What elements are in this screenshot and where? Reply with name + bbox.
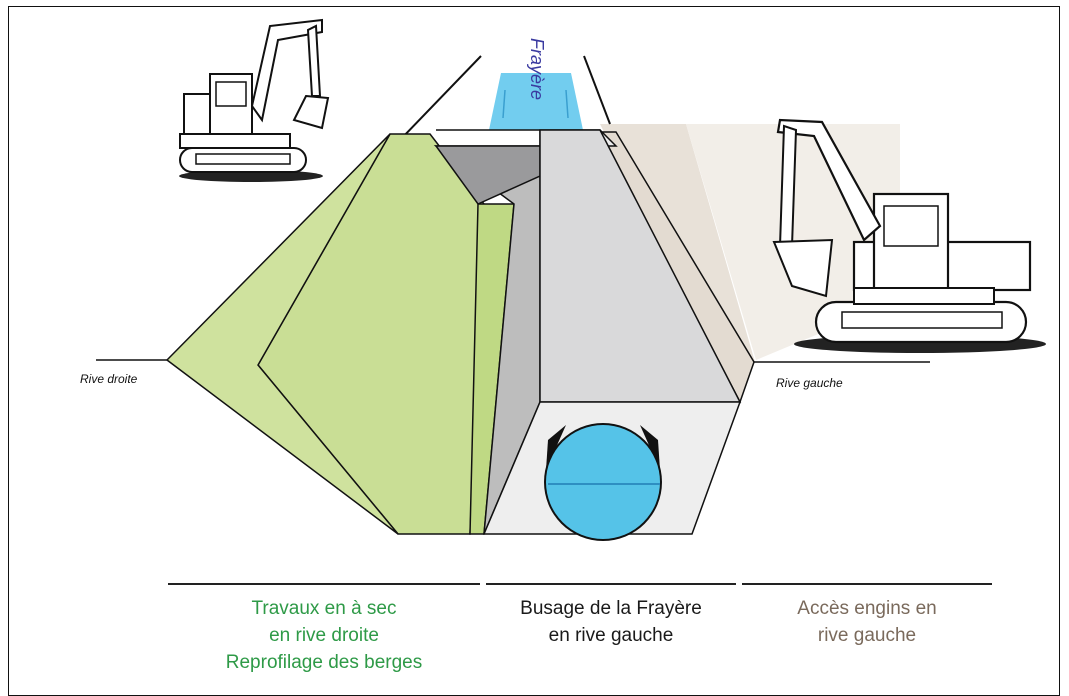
caption-left-line: en rive droite [269,625,379,646]
culvert-pipe-water [546,425,660,539]
caption-left-line: Travaux en à sec [251,598,397,619]
caption-left: Travaux en à sec en rive droite Reprofil… [168,595,480,676]
caption-left-line: Reprofilage des berges [225,652,423,673]
caption-center-line: en rive gauche [548,625,674,646]
caption-right-line: Accès engins en [797,598,937,619]
frayere-label: Frayère [527,38,547,101]
frayere-water [489,73,583,130]
caption-center-line: Busage de la Frayère [520,598,702,619]
excavator-icon [179,18,330,182]
pipe-dark-right [640,425,660,470]
channel-edge-right [583,55,611,125]
caption-right-line: rive gauche [817,625,917,646]
section-rule-right [742,583,992,585]
channel-edge-left [399,55,482,141]
section-rule-left [168,583,480,585]
caption-center: Busage de la Frayère en rive gauche [486,595,736,649]
green-bank-lower [165,133,399,535]
rive-gauche-label: Rive gauche [776,376,843,390]
rive-droite-label: Rive droite [80,372,138,386]
section-rule-center [486,583,736,585]
green-bank-upper [257,133,485,535]
caption-right: Accès engins en rive gauche [742,595,992,649]
pipe-dark-left [546,425,566,470]
excavator-icon [772,118,1046,353]
